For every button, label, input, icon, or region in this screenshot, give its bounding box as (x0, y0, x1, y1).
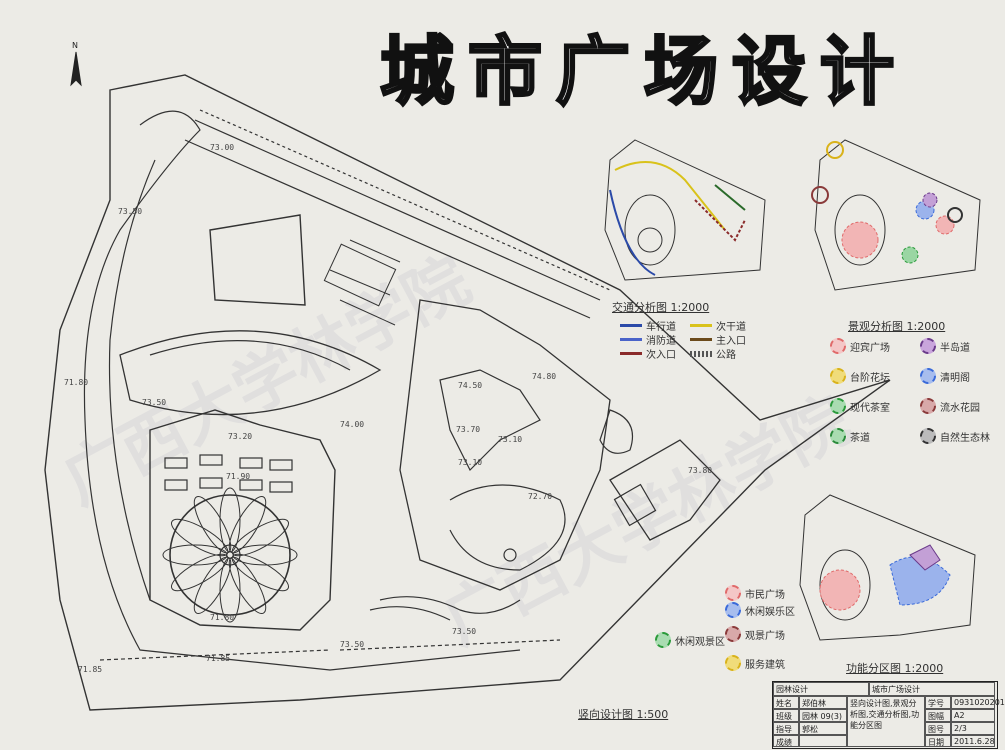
elevation-label: 73.70 (456, 425, 481, 434)
traffic-legend-item: 消防道 (620, 332, 676, 347)
landscape-legend-item: 现代茶室 (830, 398, 890, 414)
tb-sheet-label: 图幅 (925, 709, 951, 722)
tb-advisor-value: 郭松 (799, 722, 847, 735)
elevation-label: 74.80 (532, 372, 557, 381)
function-legend-item: 观景广场 (725, 626, 785, 642)
elevation-label: 72.70 (528, 492, 553, 501)
landscape-legend-item: 迎宾广场 (830, 338, 890, 354)
elevation-label: 73.80 (688, 466, 713, 475)
tb-name-value: 郑伯林 (799, 696, 847, 709)
tb-score-label: 成绩 (773, 735, 799, 747)
landscape-legend-item: 流水花园 (920, 398, 980, 414)
main-plan-label: 竖向设计图 1:500 (578, 708, 669, 721)
tb-advisor-label: 指导 (773, 722, 799, 735)
tb-page-value: 2/3 (951, 722, 995, 735)
landscape-map (811, 139, 981, 291)
elevation-label: 74.00 (340, 420, 365, 429)
function-map (799, 494, 976, 641)
tb-sheet-value: A2 (951, 709, 995, 722)
landscape-legend-item: 台阶花坛 (830, 368, 890, 384)
tb-date-label: 日期 (925, 735, 951, 747)
function-legend-item: 休闲娱乐区 (725, 602, 795, 618)
elevation-label: 71.90 (226, 472, 251, 481)
elevation-label: 73.00 (210, 143, 235, 152)
tb-score-value (799, 735, 847, 747)
tb-course: 园林设计 (773, 682, 869, 696)
title-block: 园林设计 城市广场设计 姓名 郑伯林 班级 园林 09(3) 指导 郭松 成绩 … (772, 681, 1005, 749)
elevation-label: 73.20 (228, 432, 253, 441)
function-map-title: 功能分区图 1:2000 (846, 662, 944, 675)
landscape-legend-item: 自然生态林 (920, 428, 990, 444)
elevation-label: 71.80 (210, 613, 235, 622)
tb-name-label: 姓名 (773, 696, 799, 709)
elevation-label: 74.50 (458, 381, 483, 390)
traffic-map-title: 交通分析图 1:2000 (612, 301, 710, 314)
tb-content: 竖向设计图,景观分析图,交通分析图,功能分区图 (847, 696, 925, 747)
north-label: N (72, 41, 78, 50)
function-legend-item: 服务建筑 (725, 655, 785, 671)
landscape-map-title: 景观分析图 1:2000 (848, 320, 946, 333)
traffic-map (604, 139, 766, 281)
traffic-legend-item: 次入口 (620, 346, 676, 361)
elevation-label: 73.50 (118, 207, 143, 216)
tb-page-label: 图号 (925, 722, 951, 735)
landscape-legend-item: 半岛道 (920, 338, 970, 354)
traffic-legend-item: 主入口 (690, 332, 746, 347)
elevation-label: 73.50 (340, 640, 365, 649)
elevation-label: 71.85 (78, 665, 103, 674)
tb-date-value: 2011.6.28 (951, 735, 995, 747)
landscape-legend-item: 茶道 (830, 428, 870, 444)
tb-id-label: 学号 (925, 696, 951, 709)
traffic-legend-item: 公路 (690, 346, 736, 361)
elevation-label: 71.80 (64, 378, 89, 387)
north-arrow-icon: N (70, 41, 82, 87)
landscape-legend-item: 清明阁 (920, 368, 970, 384)
traffic-legend-item: 次干道 (690, 318, 746, 333)
traffic-legend-item: 车行道 (620, 318, 676, 333)
tb-project: 城市广场设计 (869, 682, 995, 696)
tb-id-value: 0931020201 (951, 696, 1005, 709)
elevation-label: 73.10 (458, 458, 483, 467)
tb-class-value: 园林 09(3) (799, 709, 847, 722)
elevation-label: 73.50 (142, 398, 167, 407)
elevation-label: 73.50 (452, 627, 477, 636)
elevation-label: 73.10 (498, 435, 523, 444)
elevation-label: 71.85 (206, 654, 231, 663)
function-legend-item: 休闲观景区 (655, 632, 725, 648)
function-legend-item: 市民广场 (725, 585, 785, 601)
page-title: 城市广场设计 (379, 28, 908, 117)
tb-class-label: 班级 (773, 709, 799, 722)
